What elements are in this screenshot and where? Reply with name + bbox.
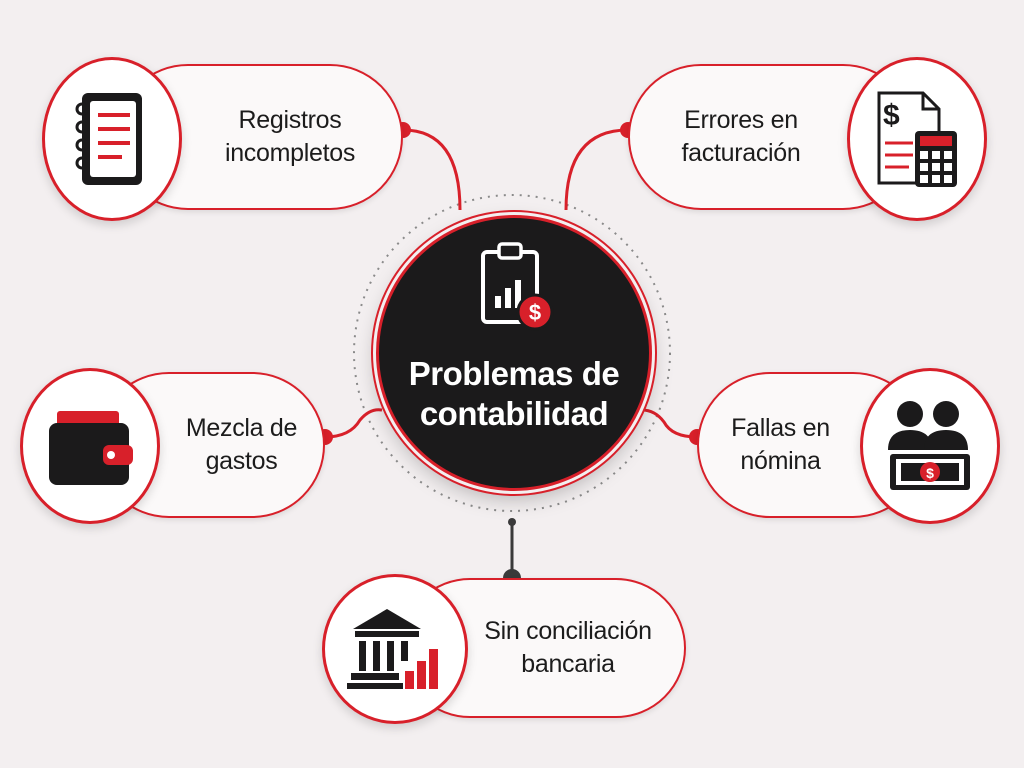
people-money-icon: $ (888, 401, 970, 490)
connector-mezcla (324, 408, 383, 439)
node-mezcla-label: Mezcla de gastos (185, 414, 298, 475)
node-errores-icon-circle: $ (847, 57, 987, 221)
node-errores-label: Errores en facturación (681, 106, 801, 167)
notebook-icon (75, 93, 142, 185)
center-node: $ Problemas de contabilidad (376, 215, 652, 491)
bank-chart-icon (347, 609, 438, 689)
node-fallas-label: Fallas en nómina (731, 414, 830, 475)
node-fallas-icon-circle: $ (860, 368, 1000, 524)
svg-text:$: $ (883, 99, 900, 132)
connector-fallas (641, 408, 698, 439)
node-registros-label: Registros incompletos (224, 106, 356, 167)
node-conciliacion-icon-circle (322, 574, 468, 724)
wallet-icon (49, 411, 133, 485)
connector-registros (402, 128, 462, 211)
svg-text:$: $ (529, 300, 541, 325)
node-conciliacion-label: Sin conciliación bancaria (484, 617, 652, 678)
node-registros-icon-circle (42, 57, 182, 221)
clipboard-chart-dollar-icon: $ (481, 242, 554, 331)
connector-errores (564, 128, 629, 211)
invoice-calculator-icon: $ (877, 91, 957, 187)
svg-text:$: $ (926, 465, 934, 481)
node-mezcla-icon-circle (20, 368, 160, 524)
center-title: Problemas de contabilidad (408, 355, 620, 432)
